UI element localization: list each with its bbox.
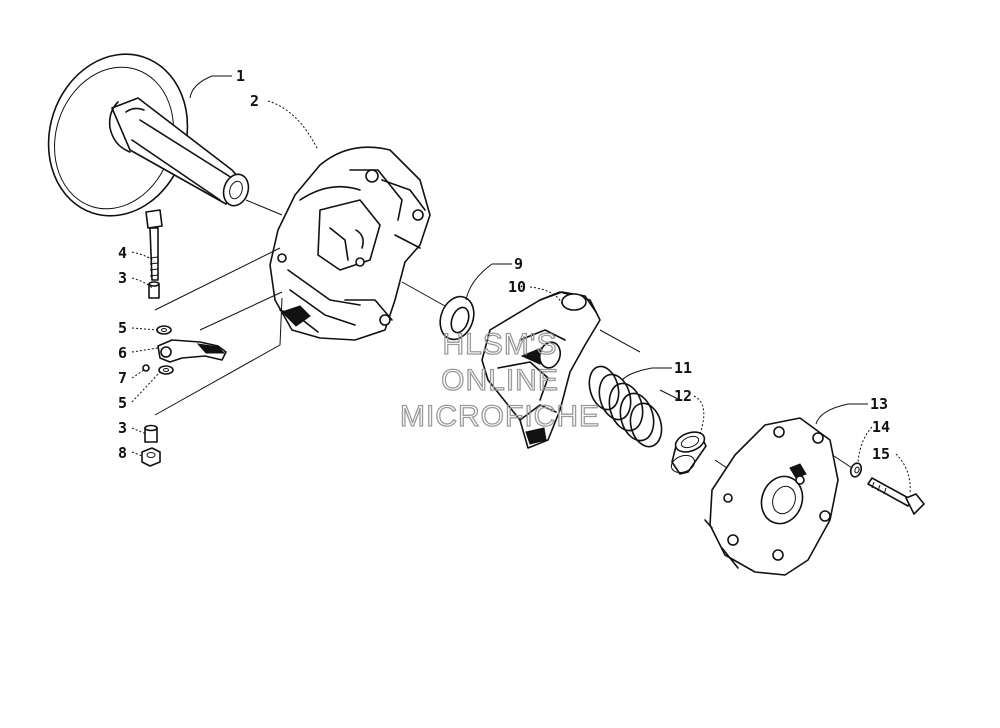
part-8-nut[interactable]	[141, 447, 161, 467]
part-5-washer-lower[interactable]	[158, 365, 174, 375]
callout-15: 15	[872, 445, 890, 463]
callout-14: 14	[872, 418, 890, 436]
part-3-bushing-lower[interactable]	[144, 424, 158, 443]
part-4-bolt[interactable]	[145, 209, 163, 281]
callout-3-upper: 3	[118, 269, 127, 287]
callout-11: 11	[674, 359, 692, 377]
part-15-bolt[interactable]	[867, 477, 925, 515]
callout-3-lower: 3	[118, 419, 127, 437]
part-14-washer[interactable]	[849, 462, 863, 479]
watermark-line-1: HLSM'S	[442, 328, 557, 361]
part-10-cam[interactable]	[481, 291, 601, 449]
callout-7: 7	[118, 369, 127, 387]
part-11-spring[interactable]	[585, 363, 666, 450]
watermark: HLSM'S ONLINE MICROFICHE	[399, 327, 600, 433]
part-13-cover[interactable]	[704, 417, 839, 576]
callout-labels: 1 2 3 4 5 6 7 5 3 8 9 10 11 12 13 14 15	[118, 67, 890, 463]
callout-1: 1	[236, 67, 245, 85]
callout-5-lower: 5	[118, 394, 127, 412]
callout-4: 4	[118, 244, 127, 262]
watermark-line-2: ONLINE	[441, 364, 559, 397]
part-7-pin[interactable]	[142, 364, 150, 372]
part-9-washer[interactable]	[434, 292, 479, 344]
part-2-housing[interactable]	[269, 146, 431, 341]
callout-8: 8	[118, 444, 127, 462]
callout-10: 10	[508, 278, 526, 296]
part-5-washer-upper[interactable]	[156, 325, 172, 335]
callout-12: 12	[674, 387, 692, 405]
part-1-sheave[interactable]	[28, 36, 252, 234]
callout-6: 6	[118, 344, 127, 362]
part-6-arm[interactable]	[157, 339, 227, 363]
part-3-bushing-upper[interactable]	[148, 281, 160, 299]
part-12-bushing[interactable]	[669, 428, 707, 475]
callout-2: 2	[250, 92, 259, 110]
callout-5-upper: 5	[118, 319, 127, 337]
callout-9: 9	[514, 255, 523, 273]
watermark-line-3: MICROFICHE	[400, 400, 600, 433]
leader-lines	[131, 75, 911, 495]
callout-13: 13	[870, 395, 888, 413]
